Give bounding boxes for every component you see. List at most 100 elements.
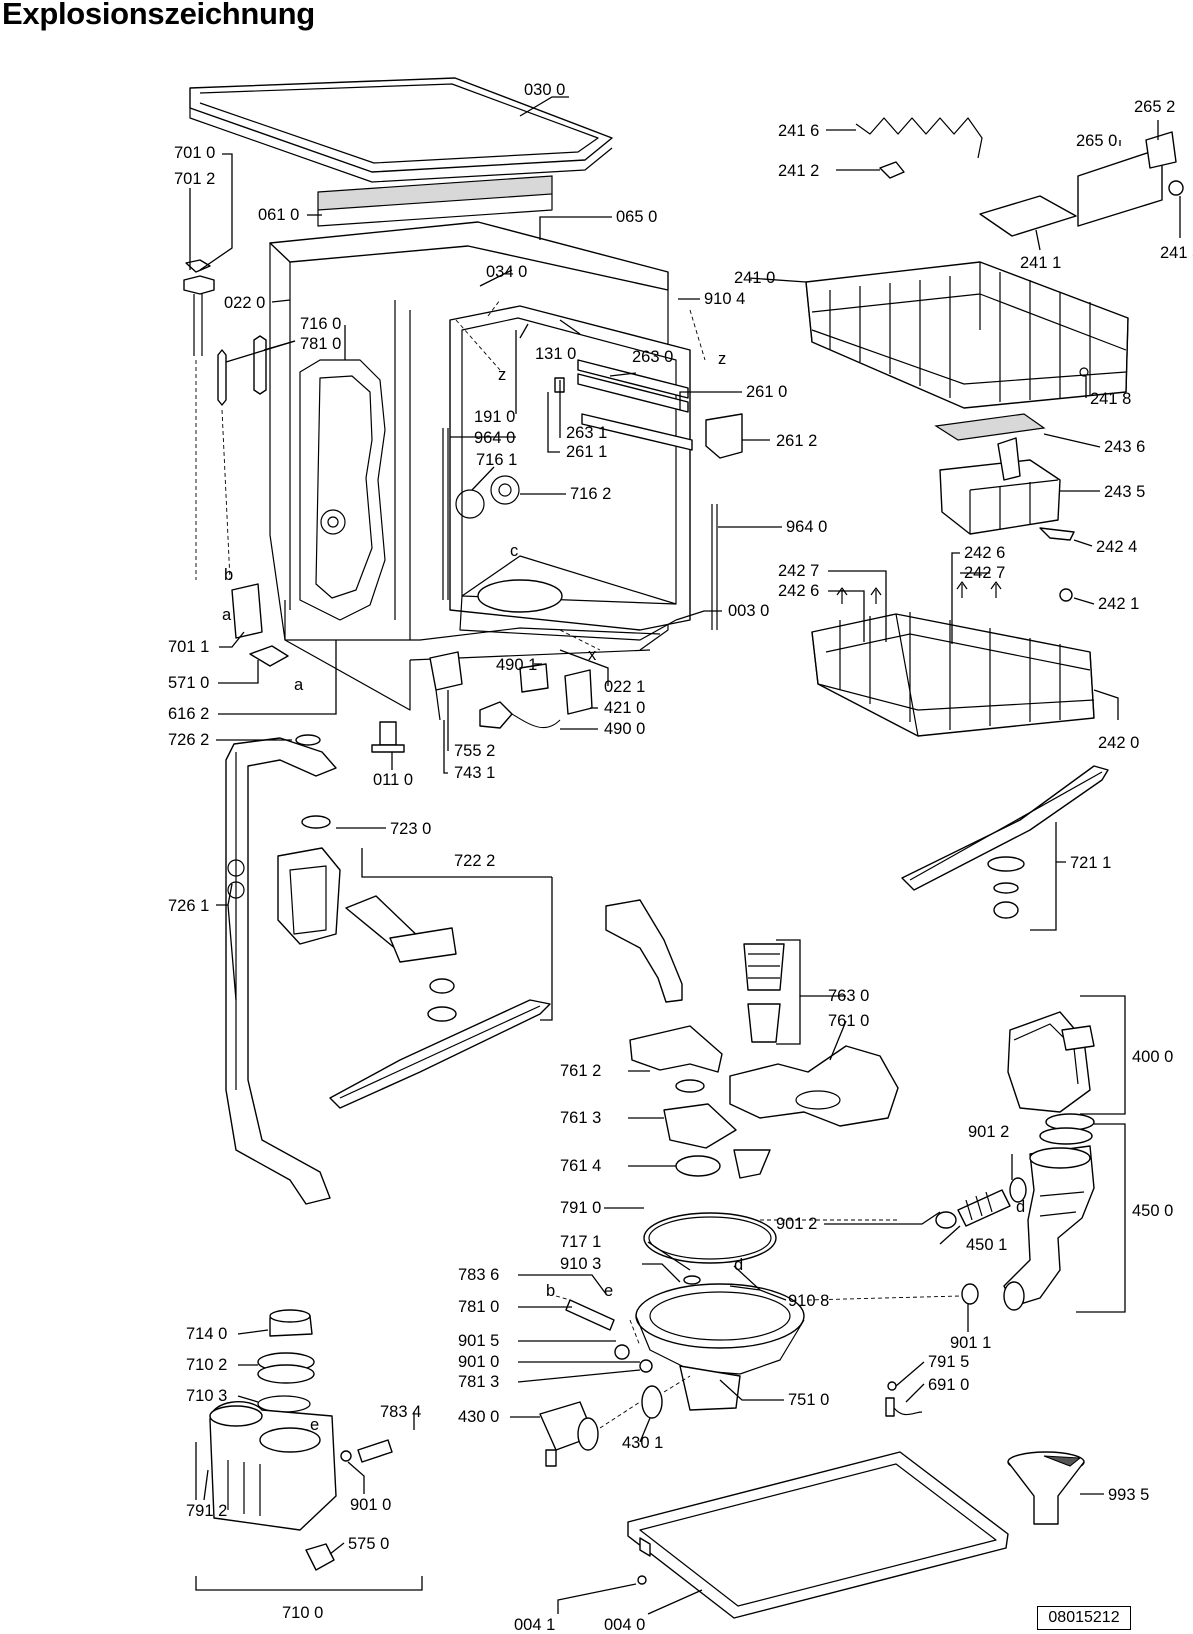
- callout-4500: 450 0: [1132, 1202, 1173, 1220]
- callout-9012a: 901 2: [968, 1123, 1009, 1141]
- callout-9010b: 901 0: [350, 1496, 391, 1514]
- callout-7912: 791 2: [186, 1502, 227, 1520]
- callout-9108: 910 8: [788, 1292, 829, 1310]
- side-panel-left: [299, 359, 386, 621]
- callout-0300: 030 0: [524, 81, 565, 99]
- callout-7630: 763 0: [828, 987, 869, 1005]
- callout-7100: 710 0: [282, 1604, 323, 1622]
- callout-7222: 722 2: [454, 852, 495, 870]
- callout-4000: 400 0: [1132, 1048, 1173, 1066]
- reference-letters: b a a z z c x b e d d e: [222, 350, 1025, 1434]
- callout-5710: 571 0: [168, 674, 209, 692]
- callout-2411: 241 1: [1020, 254, 1061, 272]
- callout-9935: 993 5: [1108, 1486, 1149, 1504]
- letter-z2: z: [718, 350, 726, 368]
- callout-5750: 575 0: [348, 1535, 389, 1553]
- filter-763: [743, 943, 785, 1043]
- callout-0340: 034 0: [486, 263, 527, 281]
- tub-rails: [554, 359, 743, 459]
- callout-7552: 755 2: [454, 742, 495, 760]
- base-frame: [285, 627, 661, 661]
- electrical-parts: [479, 663, 593, 729]
- callout-9104: 910 4: [704, 290, 745, 308]
- callout-2427b: 242 7: [778, 562, 819, 580]
- callout-4210: 421 0: [604, 699, 645, 717]
- letter-e2: e: [310, 1416, 319, 1434]
- callout-2631: 263 1: [566, 424, 607, 442]
- callout-2426b: 242 6: [778, 582, 819, 600]
- letter-d2: d: [1016, 1198, 1025, 1216]
- callout-7162: 716 2: [570, 485, 611, 503]
- cutlery-basket-243: [934, 413, 1075, 602]
- heater-valve-781: [555, 1295, 653, 1373]
- lower-rack-242: [811, 612, 1095, 737]
- callout-7813: 781 3: [458, 1373, 499, 1391]
- water-distributor-722: [277, 815, 457, 1022]
- callout-2421: 242 1: [1098, 595, 1139, 613]
- callout-4501: 450 1: [966, 1236, 1007, 1254]
- bracket-265: [979, 131, 1184, 237]
- callout-0220: 022 0: [224, 294, 265, 312]
- callout-9640b: 964 0: [786, 518, 827, 536]
- letter-e: e: [604, 1282, 613, 1300]
- dashed-axes-upper: [455, 299, 706, 651]
- document-id: 08015212: [1037, 1606, 1131, 1630]
- callout-2413: 241 3: [1160, 244, 1193, 262]
- callout-7011: 701 1: [168, 638, 209, 656]
- letter-x: x: [588, 646, 597, 664]
- door-seal-strips: [442, 428, 718, 630]
- callout-0221: 022 1: [604, 678, 645, 696]
- callout-9640a: 964 0: [474, 429, 515, 447]
- top-insulation-strip: [317, 175, 553, 227]
- upper-spray-arm-721: [901, 765, 1109, 919]
- callout-6162: 616 2: [168, 705, 209, 723]
- callout-4901: 490 1: [496, 656, 537, 674]
- callout-4300: 430 0: [458, 1408, 499, 1426]
- circulation-pump-400: [1007, 1011, 1095, 1145]
- callout-7262: 726 2: [168, 731, 209, 749]
- callout-7910: 791 0: [560, 1199, 601, 1217]
- pump-housing-450: [1003, 1145, 1095, 1311]
- letter-z: z: [498, 366, 506, 384]
- base-plate-004: [627, 1451, 1009, 1619]
- supply-tube-726: [225, 734, 337, 1205]
- callout-0650: 065 0: [616, 208, 657, 226]
- callout-7810b: 781 0: [458, 1298, 499, 1316]
- callout-9103: 910 3: [560, 1255, 601, 1273]
- callout-9011: 901 1: [950, 1334, 991, 1352]
- callout-2416: 241 6: [778, 122, 819, 140]
- callout-4301: 430 1: [622, 1434, 663, 1452]
- callout-2435: 243 5: [1104, 483, 1145, 501]
- callout-9012b: 901 2: [776, 1215, 817, 1233]
- callout-7171: 717 1: [560, 1233, 601, 1251]
- callout-2412: 241 2: [778, 162, 819, 180]
- callout-7834: 783 4: [380, 1403, 421, 1421]
- callout-7161: 716 1: [476, 451, 517, 469]
- callout-labels: 030 0 701 0 701 2 061 0 065 0 034 0 022 …: [168, 81, 1193, 1634]
- callout-0041: 004 1: [514, 1616, 555, 1634]
- top-cover-plate: [189, 77, 613, 183]
- callout-7612: 761 2: [560, 1062, 601, 1080]
- funnel-993: [1007, 1451, 1085, 1525]
- callout-2612: 261 2: [776, 432, 817, 450]
- callout-6910: 691 0: [928, 1376, 969, 1394]
- callout-9015: 901 5: [458, 1332, 499, 1350]
- water-softener-710: [209, 1309, 393, 1571]
- lower-spray-arm: [329, 999, 551, 1109]
- callout-0110: 011 0: [373, 771, 413, 789]
- callout-7103: 710 3: [186, 1387, 227, 1405]
- callout-2420: 242 0: [1098, 734, 1139, 752]
- rack-arrows: [836, 581, 1002, 604]
- callout-7510: 751 0: [788, 1391, 829, 1409]
- callout-7614: 761 4: [560, 1157, 601, 1175]
- callout-2630: 263 0: [632, 348, 673, 366]
- letter-b: b: [224, 566, 233, 584]
- callout-7915: 791 5: [928, 1353, 969, 1371]
- callout-7160: 716 0: [300, 315, 341, 333]
- page-title: Explosionszeichnung: [2, 0, 315, 31]
- connection-hose-450: [760, 1177, 1027, 1305]
- small-parts-691: [885, 1381, 923, 1417]
- machine-frame: [269, 221, 669, 711]
- callout-2424: 242 4: [1096, 538, 1137, 556]
